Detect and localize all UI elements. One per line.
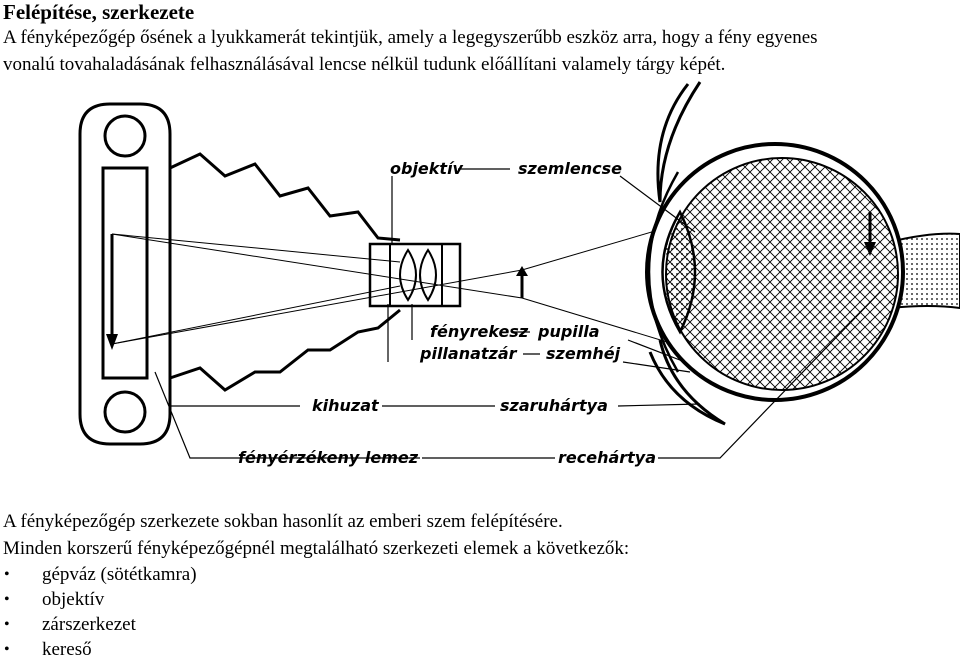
film-plate	[101, 166, 149, 380]
list-item: •gépváz (sötétkamra)	[4, 564, 197, 585]
bellows-top	[169, 152, 401, 242]
label-szaruhartya: szaruhártya	[500, 396, 608, 415]
cornea	[647, 171, 680, 373]
label-fenyerzekeny-lemez: fényérzékeny lemez	[238, 448, 419, 467]
camera-body	[78, 102, 172, 446]
body-line-1: A fényképezőgép szerkezete sokban hasonl…	[3, 511, 563, 532]
list-item: •kereső	[4, 639, 92, 660]
bullet: •	[4, 591, 10, 608]
list-item: •zárszerkezet	[4, 614, 136, 635]
lens-housing	[368, 242, 462, 308]
label-kihuzat: kihuzat	[312, 396, 380, 415]
camera-lens	[399, 248, 437, 302]
intro-line-2: vonalú tovahaladásának felhasználásával …	[3, 54, 726, 75]
list-item: •objektív	[4, 589, 105, 610]
label-pupilla: pupilla	[537, 322, 600, 341]
body-line-2: Minden korszerű fényképezőgépnél megtalá…	[3, 538, 630, 559]
label-fenyrekesz: fényrekesz	[430, 322, 529, 341]
component-list: •gépváz (sötétkamra) •objektív •zárszerk…	[0, 563, 197, 663]
bullet: •	[4, 566, 10, 583]
bullet: •	[4, 641, 10, 658]
label-pillanatzar: pillanatzár	[419, 344, 518, 363]
page-heading: Felépítése, szerkezete	[3, 0, 195, 24]
optic-nerve	[889, 232, 960, 310]
eye-interior	[665, 157, 899, 391]
camera-spool-top	[103, 114, 147, 158]
label-recehartya: recehártya	[558, 448, 656, 467]
eyelid-top	[656, 81, 702, 203]
camera-spool-bottom	[103, 390, 147, 434]
bullet: •	[4, 616, 10, 633]
label-szemhej: szemhéj	[546, 344, 621, 363]
bellows-bottom	[169, 308, 401, 392]
label-szemlencse: szemlencse	[518, 159, 622, 178]
camera-eye-diagram: objektív szemlencse fényrekesz pupilla p…	[78, 81, 960, 467]
label-objektiv: objektív	[390, 159, 464, 178]
eye-lens	[661, 209, 697, 335]
intro-line-1: A fényképezőgép ősének a lyukkamerát tek…	[3, 27, 818, 48]
